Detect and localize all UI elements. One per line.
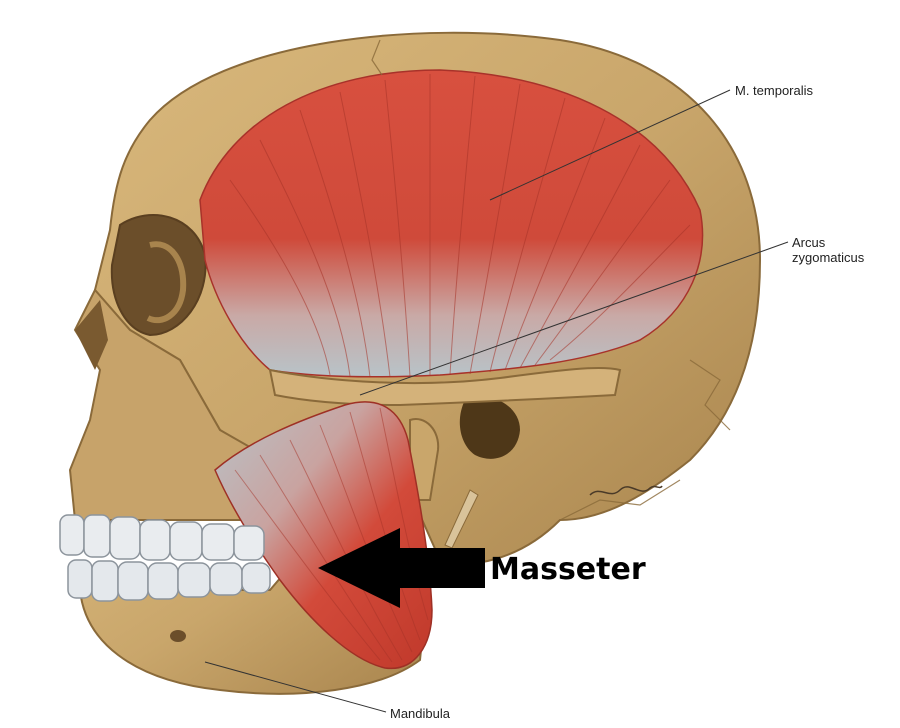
black-arrow-left-icon <box>318 528 485 608</box>
label-arcus-line2: zygomaticus <box>792 250 865 265</box>
upper-teeth <box>59 514 265 561</box>
leader-line-arcus <box>359 241 789 396</box>
label-mandibula: Mandibula <box>390 706 450 721</box>
label-arcus-zygomaticus: Arcus zygomaticus <box>792 235 864 265</box>
lower-teeth <box>67 559 271 602</box>
mental-foramen <box>170 630 186 642</box>
external-acoustic-meatus <box>459 396 520 459</box>
label-arcus-line1: Arcus <box>792 235 826 250</box>
leader-line-mandibula <box>204 661 387 713</box>
label-masseter: Masseter <box>490 552 646 587</box>
leader-line-temporalis <box>489 89 731 201</box>
label-temporalis: M. temporalis <box>735 83 814 98</box>
artist-signature <box>589 485 663 496</box>
condylar-process <box>409 418 440 501</box>
nasal-cavity <box>75 300 108 370</box>
masseter-muscle <box>214 401 433 670</box>
